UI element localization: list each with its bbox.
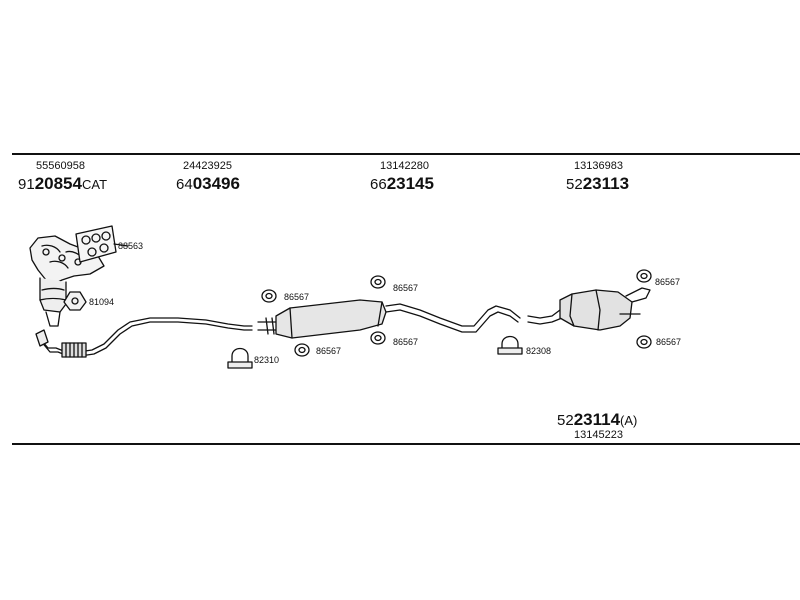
- middle-silencer-icon: [257, 299, 521, 339]
- rear-silencer-icon: [527, 287, 651, 331]
- part-number-suffix: CAT: [81, 177, 108, 192]
- part-number-main: 23113: [582, 174, 630, 193]
- rubber-hanger-icon: [636, 269, 652, 283]
- hanger-part-label: 86567: [393, 337, 419, 347]
- part-oe-number: 24423925: [183, 160, 232, 172]
- part-number-prefix: 64: [176, 176, 193, 193]
- part-oe-number: 13136983: [574, 160, 623, 172]
- rubber-hanger-icon: [261, 289, 277, 303]
- rubber-hanger-icon: [636, 335, 652, 349]
- gasket-part-label: 88563: [118, 241, 144, 251]
- gasket-part-label: 81094: [89, 297, 115, 307]
- part-number-main: 03496: [192, 174, 240, 193]
- part-number-prefix: 52: [566, 176, 583, 193]
- hanger-part-label: 86567: [656, 337, 682, 347]
- part-number-prefix: 66: [370, 176, 387, 193]
- part-number: 6403496: [176, 174, 240, 195]
- part-number: 5223114(A): [557, 410, 637, 431]
- part-number-prefix: 91: [18, 176, 35, 193]
- part-number: 6623145: [370, 174, 434, 195]
- part-number: 5223113: [566, 174, 629, 195]
- rubber-hanger-icon: [370, 275, 386, 289]
- hanger-part-label: 86567: [393, 283, 419, 293]
- part-number-main: 23114: [573, 410, 621, 429]
- top-rule: [12, 153, 800, 155]
- rubber-hanger-icon: [294, 343, 310, 357]
- bottom-rule: [12, 443, 800, 445]
- pipe-clamp-icon: [497, 335, 523, 355]
- rubber-hanger-icon: [370, 331, 386, 345]
- hanger-part-label: 86567: [284, 292, 310, 302]
- part-oe-number: 55560958: [36, 160, 85, 172]
- hanger-part-label: 86567: [316, 346, 342, 356]
- pipe-clamp-icon: [227, 347, 253, 369]
- ring-gasket-icon: [63, 291, 87, 311]
- hanger-part-label: 86567: [655, 277, 681, 287]
- front-pipe-icon: [35, 317, 253, 358]
- part-number: 9120854CAT: [18, 174, 107, 195]
- part-number-main: 23145: [386, 174, 434, 193]
- part-oe-number: 13142280: [380, 160, 429, 172]
- part-number-prefix: 52: [557, 412, 574, 429]
- clamp-part-label: 82308: [526, 346, 552, 356]
- manifold-gasket-icon: [75, 225, 129, 263]
- part-number-main: 20854: [34, 174, 82, 193]
- part-number-suffix: (A): [620, 413, 638, 428]
- clamp-part-label: 82310: [254, 355, 280, 365]
- part-oe-number: 13145223: [574, 429, 623, 441]
